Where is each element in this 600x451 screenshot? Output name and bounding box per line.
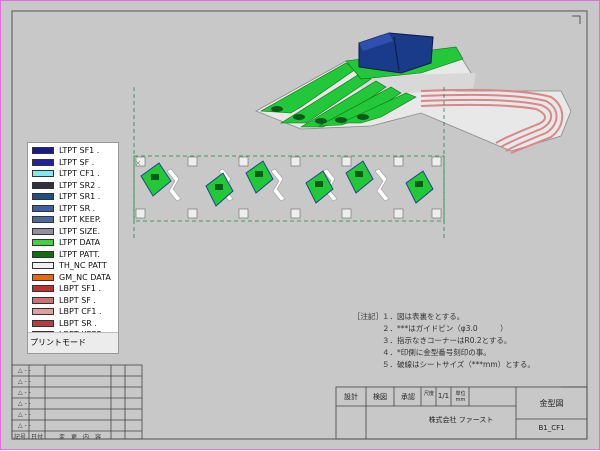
- layer-label: LTPT DATA: [59, 238, 101, 247]
- panelized-boards: [135, 156, 442, 219]
- layer-row[interactable]: LTPT CF1 .: [30, 168, 118, 179]
- layer-row[interactable]: GM_NC DATA: [30, 272, 118, 283]
- revision-row: △ - -: [18, 422, 31, 429]
- title-block-unit: mm: [455, 397, 466, 403]
- layer-label: LTPT SF1 .: [59, 146, 100, 155]
- print-mode-label[interactable]: プリントモード: [28, 332, 118, 353]
- revision-table-frame: [11, 364, 143, 440]
- layer-color-swatch: [32, 239, 54, 246]
- layer-row[interactable]: LBPT SF1 .: [30, 283, 118, 294]
- title-block-scale: 1/1: [437, 392, 450, 400]
- title-block-company: 株式会社 ファースト: [428, 416, 494, 424]
- drawing-border: [11, 10, 588, 440]
- layer-list-panel[interactable]: LTPT SF1 . LTPT SF . LTPT CF1 . LTPT SR2 . L…: [27, 142, 119, 354]
- revision-row: △ - -: [18, 411, 31, 418]
- note-line-3: ３．指示なきコーナーはR0.2とする。: [382, 336, 512, 345]
- layer-label: LBPT SR .: [59, 318, 97, 328]
- layer-label: LTPT KEEP.: [59, 215, 101, 224]
- layer-color-swatch: [32, 147, 54, 154]
- title-block-design: 設計: [344, 393, 358, 401]
- title-block-check: 検図: [373, 393, 387, 401]
- layer-label: LBPT SF .: [59, 295, 96, 305]
- revision-row: △ - -: [18, 378, 31, 385]
- layer-color-swatch: [32, 158, 54, 166]
- layer-color-swatch: [32, 319, 54, 327]
- layer-label: TH_NC PATT: [59, 261, 107, 270]
- layer-color-swatch: [32, 296, 54, 304]
- connector-block: [358, 32, 434, 74]
- title-block-unit-label: 単位: [455, 391, 466, 397]
- revision-row: △ - -: [18, 400, 31, 407]
- layer-label: LTPT SF .: [59, 157, 95, 167]
- layer-row[interactable]: LTPT SR .: [30, 203, 118, 214]
- layer-row[interactable]: TH_NC PATT: [30, 260, 118, 271]
- layer-color-swatch: [32, 250, 54, 258]
- layer-color-swatch: [32, 273, 54, 281]
- layer-color-swatch: [32, 227, 54, 235]
- layer-color-swatch: [32, 204, 54, 212]
- note-line-2: ２．***はガイドピン（φ3.0 ）: [382, 324, 508, 333]
- flex-board-3d: [255, 46, 572, 154]
- note-line-1: １．図は表裏をとする。: [382, 312, 465, 321]
- layer-row[interactable]: LTPT SF1 .: [30, 145, 118, 156]
- title-block-drawing-title: 金型図: [539, 399, 564, 408]
- layer-row[interactable]: LTPT SR1 .: [30, 191, 118, 202]
- layer-row[interactable]: LTPT SF .: [30, 157, 118, 168]
- revision-row: △ - -: [18, 389, 31, 396]
- title-block-frame: [335, 386, 588, 440]
- layer-color-swatch: [32, 308, 54, 315]
- layer-color-swatch: [32, 181, 54, 189]
- layer-label: LTPT CF1 .: [59, 169, 100, 178]
- layer-color-swatch: [32, 193, 54, 200]
- layer-label: GM_NC DATA: [59, 272, 111, 282]
- layer-row[interactable]: LBPT SR .: [30, 318, 118, 329]
- revision-row: △ - -: [18, 367, 31, 374]
- layer-color-swatch: [32, 170, 54, 177]
- revision-footer-date: 日付: [31, 434, 44, 441]
- layer-row[interactable]: LTPT SR2 .: [30, 180, 118, 191]
- layer-label: LTPT SR2 .: [59, 180, 101, 190]
- layer-label: LTPT SR .: [59, 203, 96, 213]
- layer-row[interactable]: LTPT SIZE.: [30, 226, 118, 237]
- layer-color-swatch: [32, 262, 54, 269]
- revision-footer-mark: 記号: [14, 434, 27, 441]
- note-line-4: ４．*印側に金型番号刻印の事。: [382, 348, 491, 357]
- title-block-approve: 承認: [401, 393, 415, 401]
- title-block-drawing-no: B1_CF1: [538, 424, 565, 432]
- layer-color-swatch: [32, 285, 54, 292]
- layer-row[interactable]: LBPT SF .: [30, 295, 118, 306]
- layer-label: LBPT CF1 .: [59, 307, 102, 316]
- revision-footer-content: 変 更 内 容: [59, 434, 102, 441]
- sheet-guides: [133, 87, 445, 241]
- note-line-5: ５．破線はシートサイズ（***mm）とする。: [382, 360, 535, 369]
- layer-color-swatch: [32, 216, 54, 223]
- title-block-scale-label: 尺度: [423, 391, 434, 397]
- layer-label: LBPT SF1 .: [59, 284, 102, 293]
- corner-mark: [572, 15, 581, 24]
- notes-header: ［注記］: [353, 312, 383, 321]
- layer-label: LTPT SIZE.: [59, 226, 101, 236]
- layer-row[interactable]: LBPT CF1 .: [30, 306, 118, 317]
- layer-label: LTPT PATT.: [59, 249, 100, 259]
- layer-row[interactable]: LTPT DATA: [30, 237, 118, 248]
- layer-row[interactable]: LTPT PATT.: [30, 249, 118, 260]
- layer-row[interactable]: LTPT KEEP.: [30, 214, 118, 225]
- layer-label: LTPT SR1 .: [59, 192, 101, 201]
